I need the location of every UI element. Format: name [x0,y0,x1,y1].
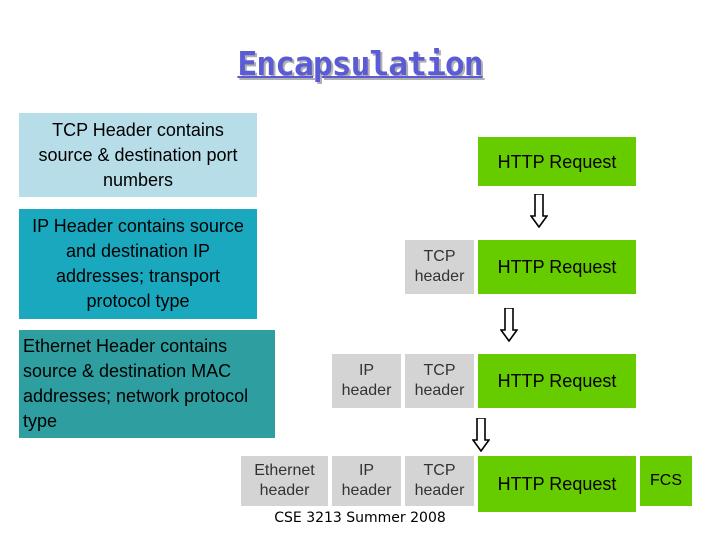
tcp-header-box-row2: TCP header [405,240,474,294]
ethernet-header-note: Ethernet Header contains source & destin… [19,330,275,438]
ip-header-box-row3: IP header [332,354,401,408]
ip-header-box-row4: IP header [332,456,401,506]
tcp-header-box-row3: TCP header [405,354,474,408]
slide-title: Encapsulation [0,44,720,83]
http-request-box-row1: HTTP Request [478,137,636,186]
down-arrow-icon [472,418,490,452]
http-request-box-row4: HTTP Request [478,456,636,512]
ethernet-header-box-row4: Ethernet header [241,456,328,506]
slide-footer: CSE 3213 Summer 2008 [274,510,446,526]
down-arrow-icon [530,194,548,228]
fcs-box: FCS [640,456,692,506]
http-request-box-row2: HTTP Request [478,240,636,294]
http-request-box-row3: HTTP Request [478,354,636,408]
slide-title-text: Encapsulation [237,44,483,83]
ip-header-note: IP Header contains source and destinatio… [19,209,257,319]
tcp-header-note: TCP Header contains source & destination… [19,113,257,197]
tcp-header-box-row4: TCP header [405,456,474,506]
down-arrow-icon [500,308,518,342]
